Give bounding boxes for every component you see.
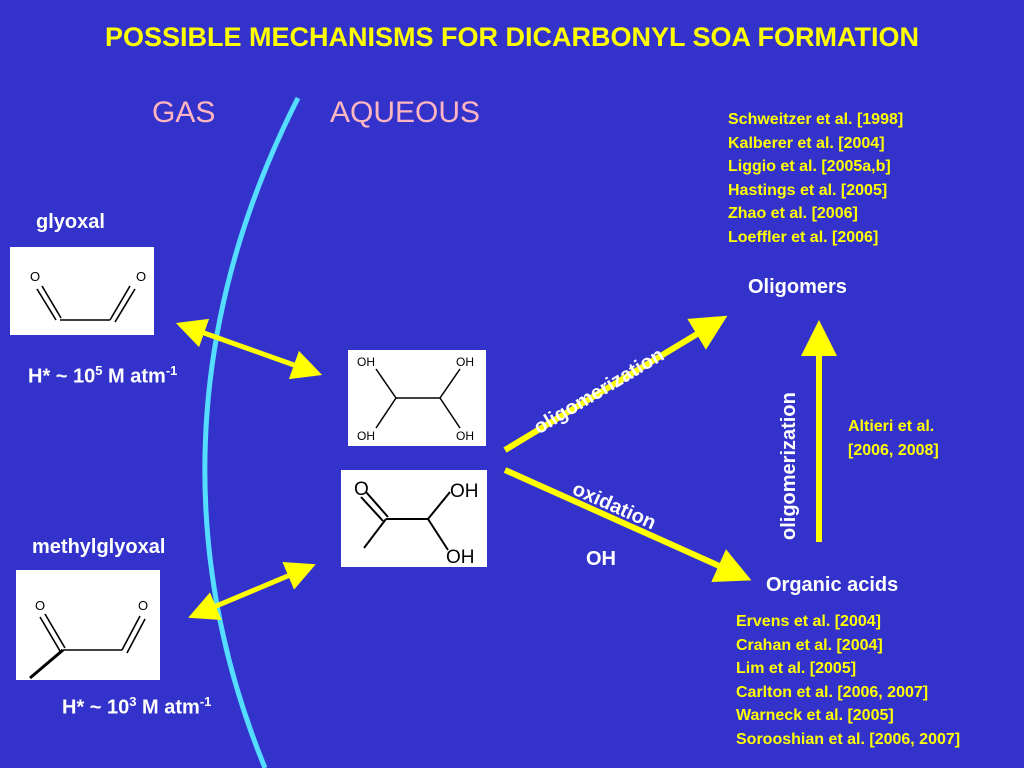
glyoxal-o-left: O	[30, 269, 40, 284]
oligomerization-vert-label: oligomerization	[778, 392, 800, 540]
methylglyoxal-hyd-oh-bottom: OH	[446, 547, 475, 568]
glyoxal-partition-arrow	[175, 318, 323, 380]
oligomerization-arrow	[503, 315, 728, 453]
gas-phase-label: GAS	[152, 96, 216, 129]
ref-item: Kalberer et al. [2004]	[728, 134, 885, 152]
glyoxal-structure	[36, 285, 136, 323]
methylglyoxal-hyd-o: O	[354, 479, 369, 500]
oh-oxidant-label: OH	[586, 548, 616, 570]
methylglyoxal-hyd-oh-top: OH	[450, 481, 479, 502]
hydrated-oh-bl: OH	[357, 429, 375, 443]
oxidation-arrow	[503, 467, 752, 583]
ref-item: Hastings et al. [2005]	[728, 181, 888, 199]
oligomers-label: Oligomers	[748, 276, 847, 298]
ref-item: Warneck et al. [2005]	[736, 707, 894, 724]
methylglyoxal-methyl-bond	[29, 648, 64, 680]
methylglyoxal-partition-arrow	[188, 561, 316, 621]
methylglyoxal-o-left: O	[35, 598, 45, 613]
glyoxal-label: glyoxal	[36, 211, 105, 233]
glyoxal-o-right: O	[136, 269, 146, 284]
organic-acids-label: Organic acids	[766, 574, 899, 596]
altieri-references: Altieri et al. [2006, 2008]	[848, 415, 939, 462]
aqueous-phase-label: AQUEOUS	[330, 96, 481, 129]
ref-item: Carlton et al. [2006, 2007]	[736, 683, 929, 701]
methylglyoxal-structure	[39, 613, 146, 654]
hydrated-oh-tl: OH	[357, 355, 375, 369]
ref-item: Schweitzer et al. [1998]	[728, 111, 904, 128]
hydrated-oh-br: OH	[456, 429, 474, 443]
methylglyoxal-label: methylglyoxal	[32, 536, 166, 558]
hydrated-methylglyoxal-structure	[360, 491, 451, 551]
slide-title: POSSIBLE MECHANISMS FOR DICARBONYL SOA F…	[104, 22, 920, 52]
ref-item: Loeffler et al. [2006]	[728, 228, 879, 246]
ref-item: Ervens et al. [2004]	[736, 613, 881, 630]
methylglyoxal-henry-constant: H* ~ 103 M atm-1	[62, 694, 212, 719]
ref-item: Lim et al. [2005]	[736, 660, 857, 677]
ref-item: Crahan et al. [2004]	[736, 636, 883, 654]
hydrated-glyoxal-structure	[375, 368, 461, 429]
ref-item: Sorooshian et al. [2006, 2007]	[736, 730, 961, 748]
oligomer-references: Schweitzer et al. [1998] Kalberer et al.…	[728, 108, 903, 249]
ref-item: Altieri et al.	[848, 418, 935, 435]
glyoxal-henry-constant: H* ~ 105 M atm-1	[28, 363, 178, 388]
methylglyoxal-structure-box	[16, 570, 160, 680]
methylglyoxal-o-right: O	[138, 598, 148, 613]
ref-item: Zhao et al. [2006]	[728, 205, 858, 222]
hydrated-oh-tr: OH	[456, 355, 474, 369]
ref-item: [2006, 2008]	[848, 441, 939, 459]
glyoxal-structure-box	[10, 247, 154, 335]
acid-references: Ervens et al. [2004] Crahan et al. [2004…	[736, 610, 960, 751]
ref-item: Liggio et al. [2005a,b]	[728, 158, 891, 175]
phase-boundary-curve	[202, 96, 301, 768]
